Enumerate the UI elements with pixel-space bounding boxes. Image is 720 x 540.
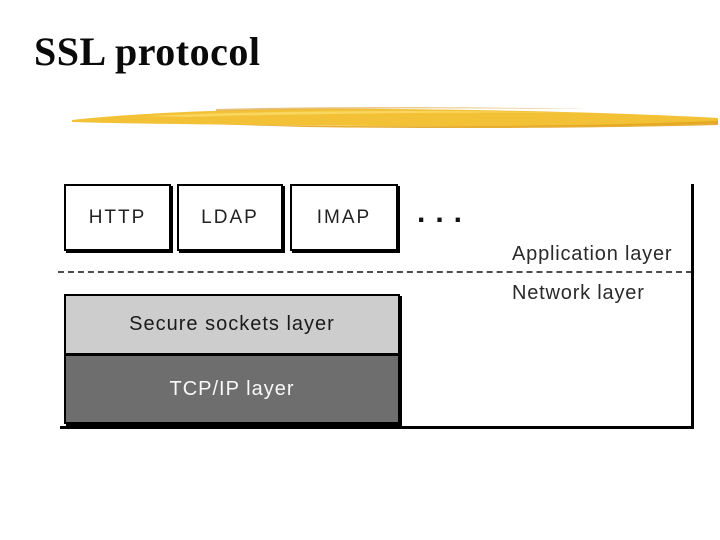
app-box-http: HTTP <box>64 184 171 251</box>
more-protocols-ellipsis: ... <box>417 196 473 229</box>
app-box-http-label: HTTP <box>88 206 147 228</box>
figure-right-border-line <box>691 184 694 429</box>
app-box-imap-label: IMAP <box>316 206 372 228</box>
tcpip-layer-box: TCP/IP layer <box>66 356 398 422</box>
app-box-imap: IMAP <box>290 184 398 251</box>
protocol-stack: Secure sockets layer TCP/IP layer <box>64 294 400 424</box>
network-layer-label: Network layer <box>512 282 645 304</box>
tcpip-layer-label: TCP/IP layer <box>169 377 295 400</box>
app-box-ldap: LDAP <box>177 184 283 251</box>
secure-sockets-layer-box: Secure sockets layer <box>66 296 398 356</box>
brush-stroke-underline <box>72 107 718 129</box>
figure-bottom-border-line <box>60 426 694 429</box>
layer-boundary-dashed-line <box>58 271 692 273</box>
slide-title: SSL protocol <box>34 29 261 74</box>
secure-sockets-layer-label: Secure sockets layer <box>129 313 335 335</box>
application-layer-label: Application layer <box>512 243 673 265</box>
app-box-ldap-label: LDAP <box>201 206 259 228</box>
